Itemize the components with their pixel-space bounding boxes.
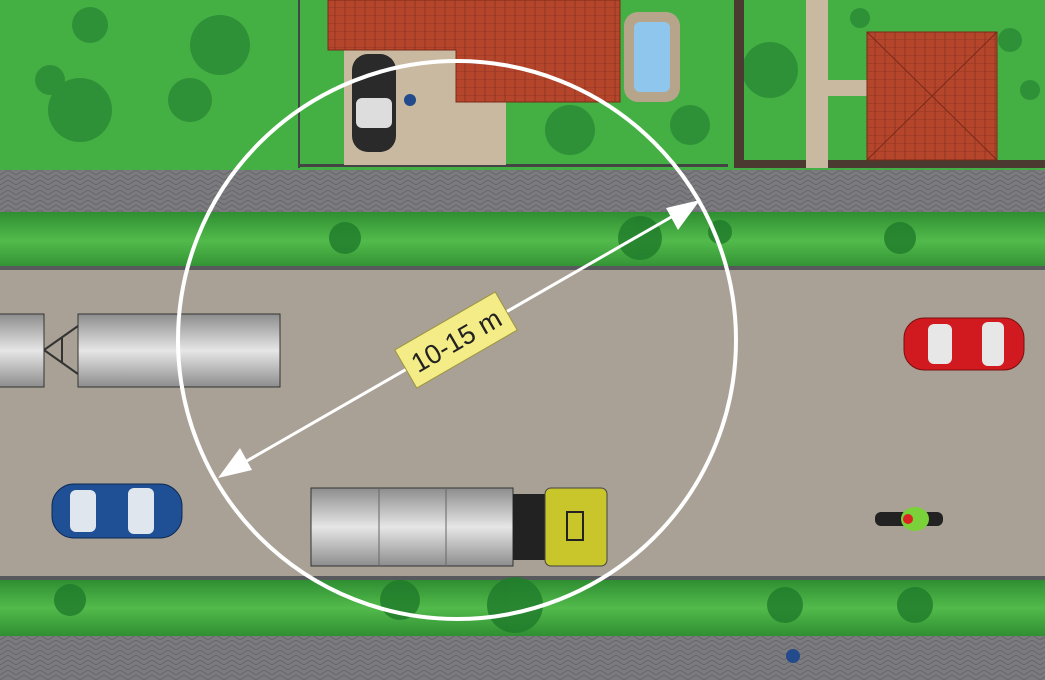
blue-car: [51, 483, 183, 539]
pedestrian: [404, 94, 416, 106]
tree-icon: [35, 7, 1040, 155]
path: [806, 0, 828, 168]
pedestrian: [786, 649, 800, 663]
trailer-vehicle: [0, 313, 281, 388]
distance-label-box: [394, 291, 518, 389]
wall: [744, 160, 1045, 168]
wall: [734, 0, 744, 168]
motorcycle: [875, 507, 943, 531]
path: [828, 80, 868, 96]
fence: [298, 0, 300, 168]
truck: [310, 487, 608, 567]
range-circle: [176, 59, 738, 621]
sidewalk-top: [0, 170, 1045, 212]
red-car: [903, 317, 1025, 371]
grass-strip-top: [0, 212, 1045, 270]
arrowhead-icon: [666, 200, 700, 230]
pool-water: [634, 22, 670, 92]
sidewalk-bottom: [0, 636, 1045, 680]
fence: [298, 164, 728, 167]
arrowhead-icon: [218, 448, 252, 478]
